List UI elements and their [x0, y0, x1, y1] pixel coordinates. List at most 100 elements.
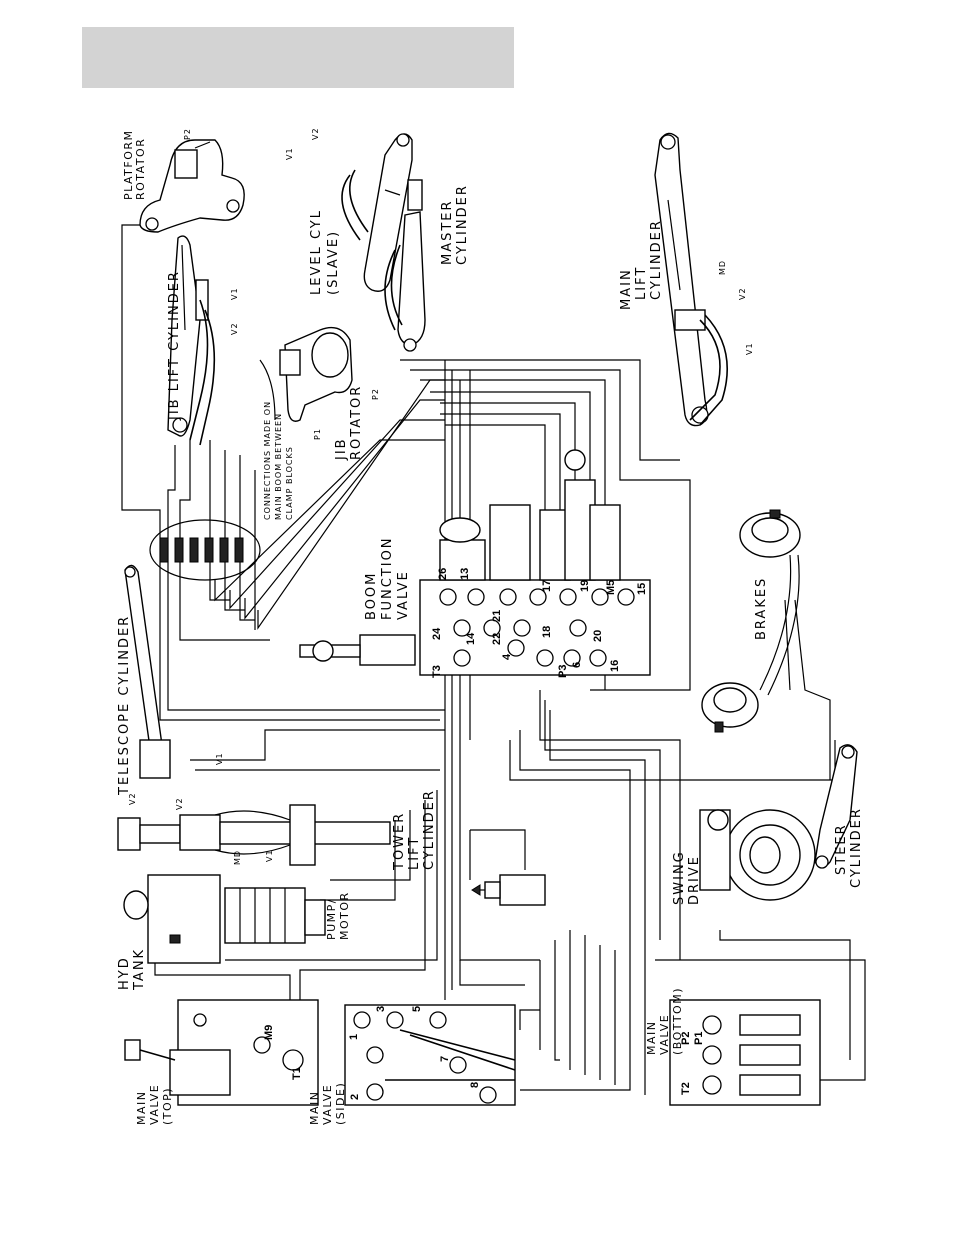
telescope-cylinder: TELESCOPE CYLINDER V1 V2: [117, 564, 224, 805]
svg-text:VALVE: VALVE: [396, 570, 411, 620]
steer-cylinder-label: CYLINDER: [849, 807, 864, 888]
main-valve-top-label-2: VALVE: [148, 1084, 161, 1125]
side-port-8: 8: [469, 1082, 481, 1088]
connections-note-2: MAIN BOOM BETWEEN: [274, 413, 283, 520]
svg-text:LIFT: LIFT: [634, 266, 649, 300]
master-cylinder-label: CYLINDER: [455, 184, 470, 265]
side-port-2: 2: [349, 1094, 361, 1100]
port-14: 14: [465, 632, 477, 645]
valve-label: VALVE: [396, 570, 411, 620]
svg-text:LEVEL CYL: LEVEL CYL: [309, 209, 324, 295]
bottom-port-p1: P1: [693, 1032, 705, 1045]
main-lift-md-label: MD: [718, 260, 727, 275]
brakes-label: BRAKES: [754, 577, 769, 640]
svg-text:MOTOR: MOTOR: [338, 891, 351, 940]
main-valve-top-label-3: (TOP): [161, 1087, 174, 1125]
svg-text:CYLINDER: CYLINDER: [849, 807, 864, 888]
svg-text:HYD: HYD: [117, 956, 132, 990]
main-valve-side-label-3: (SIDE): [334, 1082, 347, 1125]
telescope-label: TELESCOPE CYLINDER: [117, 615, 132, 796]
port-16: 16: [609, 660, 621, 672]
motor-label: MOTOR: [338, 891, 351, 940]
port-15: 15: [636, 583, 648, 595]
svg-text:STEER: STEER: [834, 823, 849, 875]
main-lift-v2-label: V2: [738, 287, 747, 300]
port-18: 18: [541, 626, 553, 638]
master-label: MASTER: [440, 199, 455, 265]
main-lift-v1-label: V1: [745, 342, 754, 355]
tower-v2-label: V2: [175, 797, 184, 810]
svg-text:TANK: TANK: [132, 948, 147, 991]
main-valve-bottom-label-3: (BOTTOM): [671, 987, 684, 1055]
drive-label: DRIVE: [687, 855, 702, 905]
svg-text:JIB: JIB: [334, 437, 349, 461]
port-20: 20: [592, 630, 604, 642]
svg-text:LIFT: LIFT: [407, 836, 422, 870]
bottom-port-p2: P2: [680, 1032, 692, 1045]
level-cylinder: LEVEL CYL (SLAVE) V1 V2: [285, 127, 413, 295]
svg-text:MAIN BOOM BETWEEN: MAIN BOOM BETWEEN: [274, 413, 283, 520]
main-valve-top-label-1: MAIN: [135, 1091, 148, 1126]
jib-rotator-label-2: ROTATOR: [349, 385, 364, 460]
top-port-m9: M9: [263, 1025, 275, 1040]
port-13: 13: [459, 568, 471, 580]
tower-v1-label: V1: [265, 849, 274, 862]
steer-label: STEER: [834, 823, 849, 875]
port-17: 17: [541, 580, 553, 592]
jib-lift-cylinder-label: JIB LIFT CYLINDER: [167, 270, 182, 421]
svg-text:(SIDE): (SIDE): [334, 1082, 347, 1125]
main-lift-label-1: MAIN: [619, 268, 634, 310]
main-valve-bottom-label-1: MAIN: [645, 1021, 658, 1056]
steer-cylinder: STEER CYLINDER: [814, 744, 864, 888]
main-valve-bottom: P1 P2 T2 MAIN VALVE (BOTTOM): [645, 987, 821, 1106]
side-port-5: 5: [411, 1006, 423, 1012]
jib-p1-label: P1: [313, 428, 322, 440]
telescope-v1-label: V1: [215, 752, 224, 765]
side-port-3: 3: [375, 1006, 387, 1012]
main-valve-side-label-2: VALVE: [321, 1084, 334, 1125]
boom-valve-port-numbers: 26 13 17 19 15 M5 21 24 14 22 4 18 20 6 …: [431, 568, 648, 678]
svg-text:SWING: SWING: [672, 850, 687, 905]
svg-text:VALVE: VALVE: [321, 1084, 334, 1125]
svg-text:MAIN: MAIN: [308, 1091, 321, 1126]
port-21: 21: [491, 610, 503, 622]
port-t3: T3: [431, 665, 443, 678]
platform-p2-label: P2: [183, 128, 192, 140]
svg-text:CYLINDER: CYLINDER: [455, 184, 470, 265]
side-port-7: 7: [439, 1056, 451, 1062]
connections-note-3: CLAMP BLOCKS: [285, 446, 294, 520]
boom-function-valve: 26 13 17 19 15 M5 21 24 14 22 4 18 20 6 …: [299, 449, 651, 678]
tower-lift-cylinder: TOWER LIFT CYLINDER V2 MD V1: [117, 789, 437, 871]
connections-note-1: CONNECTIONS MADE ON: [263, 401, 272, 520]
master-cylinder: MASTER CYLINDER: [384, 179, 470, 352]
pump-label: PUMP/: [325, 898, 338, 940]
main-valve-side: 1 3 5 7 8 2 MAIN VALVE (SIDE): [308, 1004, 516, 1126]
main-lift-cylinder: MAIN LIFT CYLINDER MD V2 V1: [619, 132, 754, 427]
svg-text:(SLAVE): (SLAVE): [326, 230, 341, 295]
platform-rotator-label-2: ROTATOR: [134, 138, 147, 200]
jib-lift-cylinder: JIB LIFT CYLINDER V1 V2: [167, 235, 239, 446]
filter-assembly: [471, 874, 546, 906]
svg-text:(TOP): (TOP): [161, 1087, 174, 1125]
svg-text:MASTER: MASTER: [440, 199, 455, 265]
port-m5: M5: [605, 580, 617, 595]
svg-text:TOWER: TOWER: [392, 812, 407, 871]
svg-text:BOOM: BOOM: [364, 572, 379, 620]
boom-label: BOOM: [364, 572, 379, 620]
level-v1-label: V1: [285, 147, 294, 160]
swing-label: SWING: [672, 850, 687, 905]
svg-text:VALVE: VALVE: [658, 1014, 671, 1055]
port-24: 24: [431, 627, 443, 640]
main-lift-label-3: CYLINDER: [649, 219, 664, 300]
hyd-label: HYD: [117, 956, 132, 990]
jib-rotator: JIB ROTATOR P1 P2 CONNECTIONS MADE ON MA…: [259, 326, 380, 520]
header-bar: [82, 27, 514, 88]
brakes: BRAKES: [701, 509, 801, 733]
top-port-t1: T1: [291, 1067, 303, 1080]
svg-text:MAIN: MAIN: [619, 268, 634, 310]
jib-p2-label: P2: [371, 388, 380, 400]
tower-md-label: MD: [233, 850, 242, 865]
port-p3: P3: [557, 665, 569, 678]
svg-text:DRIVE: DRIVE: [687, 855, 702, 905]
